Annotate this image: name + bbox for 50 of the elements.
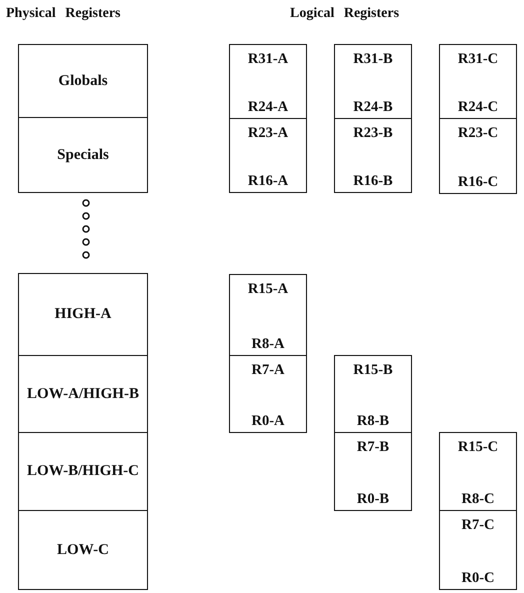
register-name: Specials — [57, 146, 109, 164]
register-box — [18, 510, 148, 590]
register-box — [334, 44, 412, 119]
register-box — [18, 44, 148, 118]
register-box — [18, 355, 148, 433]
register-name: LOW-B/HIGH-C — [27, 463, 139, 480]
register-box — [229, 118, 307, 193]
register-label: R24-B — [352, 99, 394, 116]
register-label: R23-C — [456, 125, 500, 142]
register-box — [229, 274, 307, 356]
register-label: R8-C — [460, 491, 496, 508]
register-label: R24-A — [246, 99, 290, 116]
register-label: R31-A — [246, 51, 290, 68]
register-name: LOW-A/HIGH-B — [27, 386, 139, 402]
register-name: Globals — [58, 72, 108, 90]
register-box — [334, 118, 412, 193]
register-name: HIGH-A — [54, 306, 112, 323]
register-box — [439, 510, 517, 590]
register-label: R0-A — [250, 413, 286, 430]
register-label: R23-B — [352, 125, 394, 142]
register-box — [439, 44, 517, 119]
column-heading: Physical Registers — [6, 6, 120, 22]
register-box — [18, 273, 148, 356]
register-box — [229, 355, 307, 433]
register-label: R24-C — [456, 99, 500, 116]
register-label: R16-C — [456, 174, 500, 191]
register-label: R8-B — [356, 413, 390, 430]
register-box — [18, 117, 148, 193]
register-box — [439, 118, 517, 194]
register-label: R7-C — [460, 517, 496, 534]
register-label: R15-A — [246, 281, 290, 298]
register-box — [439, 432, 517, 511]
register-label: R8-A — [250, 336, 286, 353]
register-label: R0-C — [460, 570, 496, 587]
register-label: R15-C — [456, 439, 500, 456]
register-box — [229, 44, 307, 119]
register-label: R23-A — [246, 125, 290, 142]
register-label: R16-A — [246, 173, 290, 190]
register-label: R15-B — [352, 362, 394, 379]
register-label: R31-B — [352, 51, 394, 68]
register-box — [18, 432, 148, 511]
register-label: R0-B — [356, 491, 390, 508]
register-label: R7-B — [356, 439, 390, 456]
register-box — [334, 355, 412, 433]
register-name: LOW-C — [57, 542, 109, 558]
register-label: R16-B — [352, 173, 394, 190]
column-heading: Logical Registers — [290, 6, 400, 22]
register-label: R7-A — [250, 362, 286, 379]
register-label: R31-C — [456, 51, 500, 68]
register-box — [334, 432, 412, 511]
